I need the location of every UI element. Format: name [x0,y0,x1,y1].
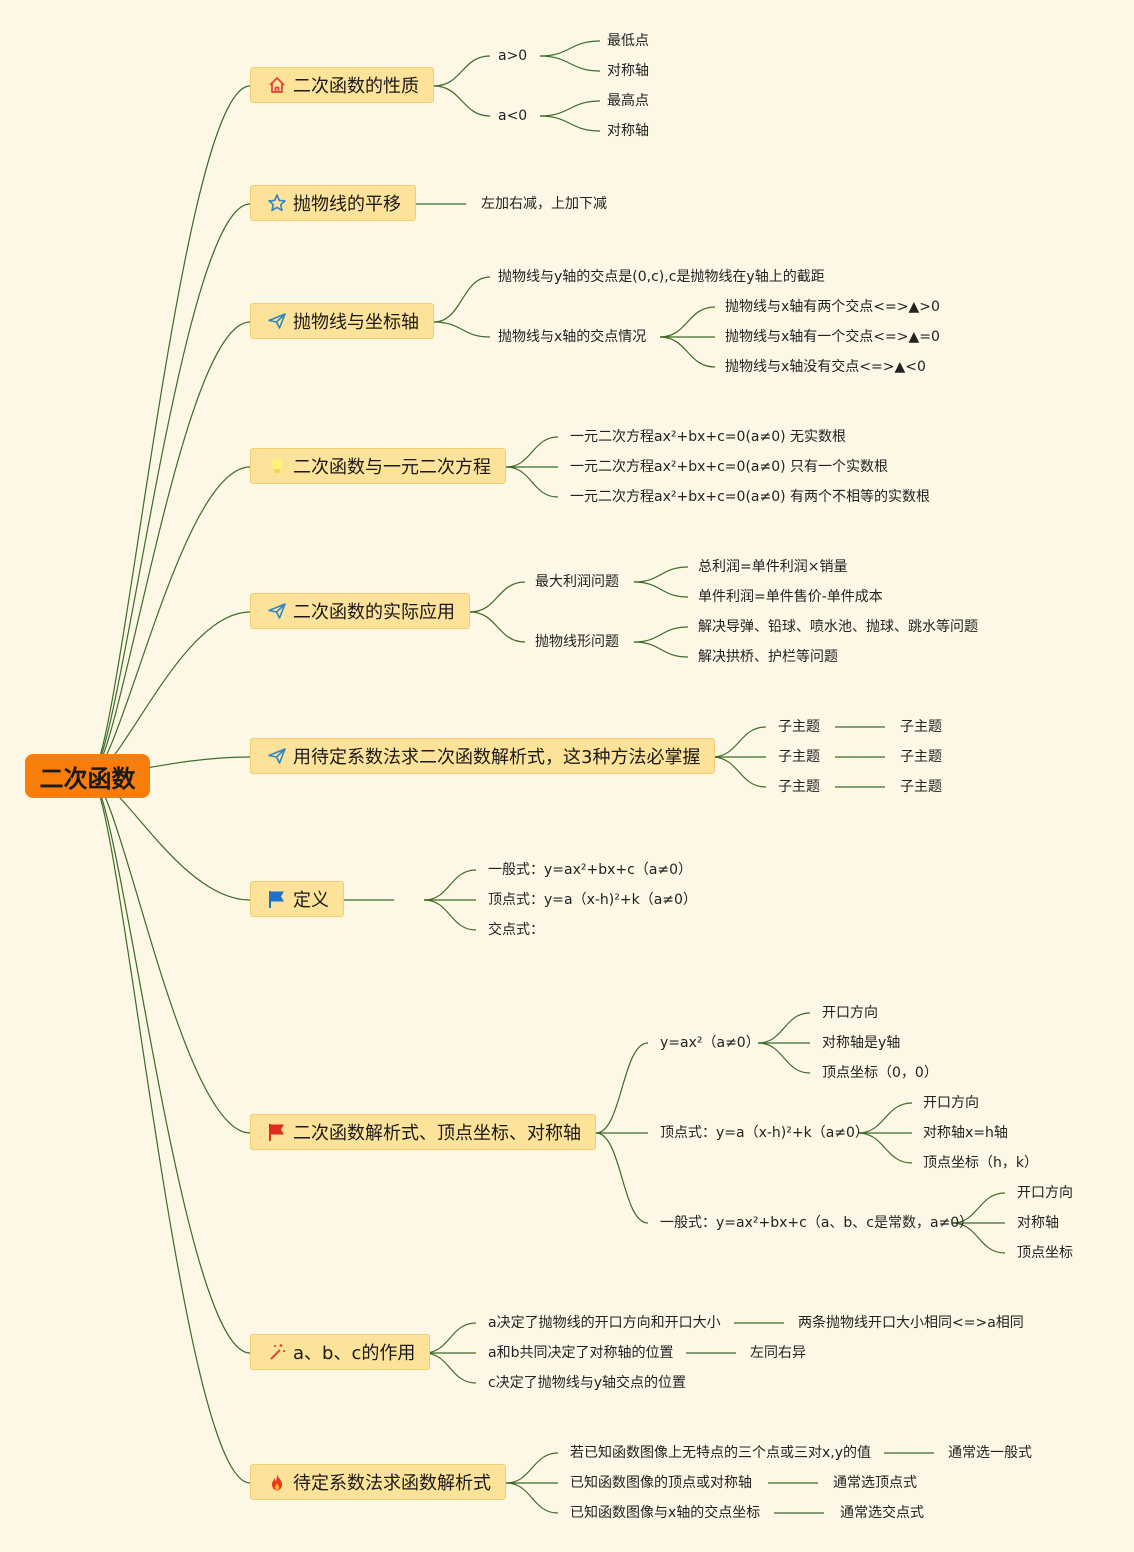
send-icon [267,311,287,331]
root-topic[interactable]: 二次函数 [25,754,150,798]
branch-undetermined-coefficients[interactable]: 待定系数法求函数解析式 [250,1464,506,1500]
node-subtopic[interactable]: 子主题 [900,749,942,765]
node-general-form-2[interactable]: 一般式：y=ax²+bx+c（a、b、c是常数，a≠0） [660,1215,974,1231]
node-highest-point[interactable]: 最高点 [607,93,649,109]
node-lowest-point[interactable]: 最低点 [607,33,649,49]
node-three-points[interactable]: 若已知函数图像上无特点的三个点或三对x,y的值 [570,1445,872,1461]
branch-axes[interactable]: 抛物线与坐标轴 [250,303,434,339]
node-a-negative[interactable]: a<0 [498,108,528,124]
node-vertex-form[interactable]: 顶点式：y=a（x-h)²+k（a≠0） [488,892,697,908]
node-opening-direction[interactable]: 开口方向 [1017,1185,1073,1201]
branch-label: 待定系数法求函数解析式 [293,1473,491,1494]
node-c-role[interactable]: c决定了抛物线与y轴交点的位置 [488,1375,686,1391]
node-subtopic[interactable]: 子主题 [778,779,820,795]
red-flag-icon [267,1122,287,1142]
node-unit-profit[interactable]: 单件利润=单件售价-单件成本 [698,589,883,605]
node-same-left-diff-right[interactable]: 左同右异 [750,1345,806,1361]
node-projectile-problems[interactable]: 解决导弹、铅球、喷水池、抛球、跳水等问题 [698,619,978,635]
magic-wand-icon [267,1342,287,1362]
node-equation-no-root[interactable]: 一元二次方程ax²+bx+c=0(a≠0) 无实数根 [570,429,847,445]
node-general-form[interactable]: 一般式：y=ax²+bx+c（a≠0） [488,862,693,878]
branch-label: 定义 [293,890,329,911]
branch-label: 抛物线的平移 [293,194,401,215]
node-known-vertex[interactable]: 已知函数图像的顶点或对称轴 [570,1475,752,1491]
node-y-intercept[interactable]: 抛物线与y轴的交点是(0,c),c是抛物线在y轴上的截距 [498,269,825,285]
node-opening-direction[interactable]: 开口方向 [822,1005,878,1021]
node-same-a[interactable]: 两条抛物线开口大小相同<=>a相同 [798,1315,1024,1331]
blue-flag-icon [267,889,287,909]
node-equation-two-roots[interactable]: 一元二次方程ax²+bx+c=0(a≠0) 有两个不相等的实数根 [570,489,931,505]
node-simple-form[interactable]: y=ax²（a≠0） [660,1035,760,1051]
node-no-root[interactable]: 抛物线与x轴没有交点<=>▲<0 [725,359,926,375]
node-vertex-form-2[interactable]: 顶点式：y=a（x-h)²+k（a≠0） [660,1125,869,1141]
node-vertex-origin[interactable]: 顶点坐标（0，0） [822,1065,938,1081]
node-known-x-intercepts[interactable]: 已知函数图像与x轴的交点坐标 [570,1505,761,1521]
node-axis-of-symmetry[interactable]: 对称轴 [607,63,649,79]
branch-undetermined-methods[interactable]: 用待定系数法求二次函数解析式，这3种方法必掌握 [250,738,716,774]
node-axis-of-symmetry[interactable]: 对称轴 [1017,1215,1059,1231]
fire-icon [267,1472,287,1492]
branch-translation[interactable]: 抛物线的平移 [250,185,416,221]
branch-label: 二次函数的实际应用 [293,602,455,623]
send-icon [267,601,287,621]
node-max-profit[interactable]: 最大利润问题 [535,574,619,590]
node-subtopic[interactable]: 子主题 [900,719,942,735]
node-choose-general[interactable]: 通常选一般式 [948,1445,1032,1461]
branch-label: 抛物线与坐标轴 [293,312,419,333]
branch-equation[interactable]: 二次函数与一元二次方程 [250,448,506,484]
branch-definition[interactable]: 定义 [250,881,344,917]
node-axis-of-symmetry[interactable]: 对称轴 [607,123,649,139]
node-choose-vertex[interactable]: 通常选顶点式 [833,1475,917,1491]
node-total-profit[interactable]: 总利润=单件利润×销量 [698,559,848,575]
branch-label: 二次函数与一元二次方程 [293,457,491,478]
node-subtopic[interactable]: 子主题 [778,749,820,765]
node-a-role[interactable]: a决定了抛物线的开口方向和开口大小 [488,1315,721,1331]
star-icon [267,193,287,213]
node-axis-is-y[interactable]: 对称轴是y轴 [822,1035,901,1051]
node-axis-x-equals-h[interactable]: 对称轴x=h轴 [923,1125,1008,1141]
send-icon [267,746,287,766]
node-subtopic[interactable]: 子主题 [778,719,820,735]
branch-application[interactable]: 二次函数的实际应用 [250,593,470,629]
branch-label: a、b、c的作用 [293,1343,416,1364]
node-parabola-problem[interactable]: 抛物线形问题 [535,634,619,650]
branch-abc-role[interactable]: a、b、c的作用 [250,1334,431,1370]
node-ab-role[interactable]: a和b共同决定了对称轴的位置 [488,1345,674,1361]
branch-label: 二次函数解析式、顶点坐标、对称轴 [293,1123,581,1144]
node-equation-one-root[interactable]: 一元二次方程ax²+bx+c=0(a≠0) 只有一个实数根 [570,459,889,475]
node-choose-intercept[interactable]: 通常选交点式 [840,1505,924,1521]
node-a-positive[interactable]: a>0 [498,48,528,64]
node-intercept-form[interactable]: 交点式： [488,922,544,938]
node-one-root[interactable]: 抛物线与x轴有一个交点<=>▲=0 [725,329,940,345]
home-icon [267,75,287,95]
branch-label: 二次函数的性质 [293,76,419,97]
node-vertex-coordinates[interactable]: 顶点坐标 [1017,1245,1073,1261]
branch-properties[interactable]: 二次函数的性质 [250,67,434,103]
node-arch-problems[interactable]: 解决拱桥、护栏等问题 [698,649,838,665]
node-shift-rule[interactable]: 左加右减，上加下减 [481,196,607,212]
lightbulb-icon [267,456,287,476]
branch-expression-vertex-axis[interactable]: 二次函数解析式、顶点坐标、对称轴 [250,1114,596,1150]
node-opening-direction[interactable]: 开口方向 [923,1095,979,1111]
branch-label: 用待定系数法求二次函数解析式，这3种方法必掌握 [293,747,701,768]
node-two-roots[interactable]: 抛物线与x轴有两个交点<=>▲>0 [725,299,940,315]
node-vertex-hk[interactable]: 顶点坐标（h，k） [923,1155,1038,1171]
node-x-intersections[interactable]: 抛物线与x轴的交点情况 [498,329,647,345]
node-subtopic[interactable]: 子主题 [900,779,942,795]
